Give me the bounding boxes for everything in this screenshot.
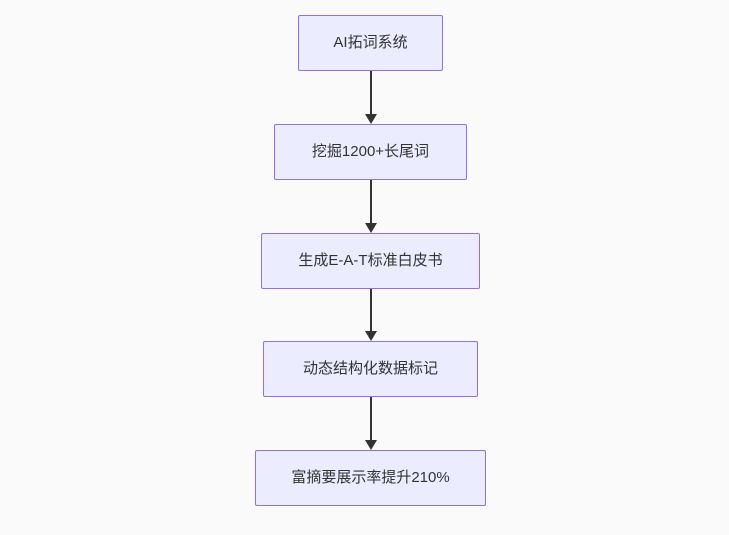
arrow-head-icon (365, 331, 377, 341)
flow-arrow-2 (363, 180, 379, 233)
node-label: 富摘要展示率提升210% (291, 469, 450, 486)
arrow-line (370, 397, 372, 440)
node-label: 挖掘1200+长尾词 (311, 143, 430, 160)
flow-arrow-4 (363, 397, 379, 450)
flow-arrow-1 (363, 71, 379, 124)
flowchart-node-structured-data: 动态结构化数据标记 (263, 341, 478, 397)
flow-arrow-3 (363, 289, 379, 341)
flowchart-node-ai-system: AI拓词系统 (298, 15, 443, 71)
node-label: 动态结构化数据标记 (302, 360, 438, 377)
arrow-line (370, 71, 372, 114)
arrow-head-icon (365, 114, 377, 124)
arrow-line (370, 180, 372, 223)
arrow-head-icon (365, 440, 377, 450)
node-label: AI拓词系统 (333, 34, 408, 51)
node-label: 生成E-A-T标准白皮书 (298, 252, 443, 269)
arrow-head-icon (365, 223, 377, 233)
flowchart-node-eat-whitepaper: 生成E-A-T标准白皮书 (261, 233, 480, 289)
arrow-line (370, 289, 372, 331)
flowchart-node-rich-snippet-result: 富摘要展示率提升210% (255, 450, 486, 506)
flowchart-node-longtail-keywords: 挖掘1200+长尾词 (274, 124, 467, 180)
